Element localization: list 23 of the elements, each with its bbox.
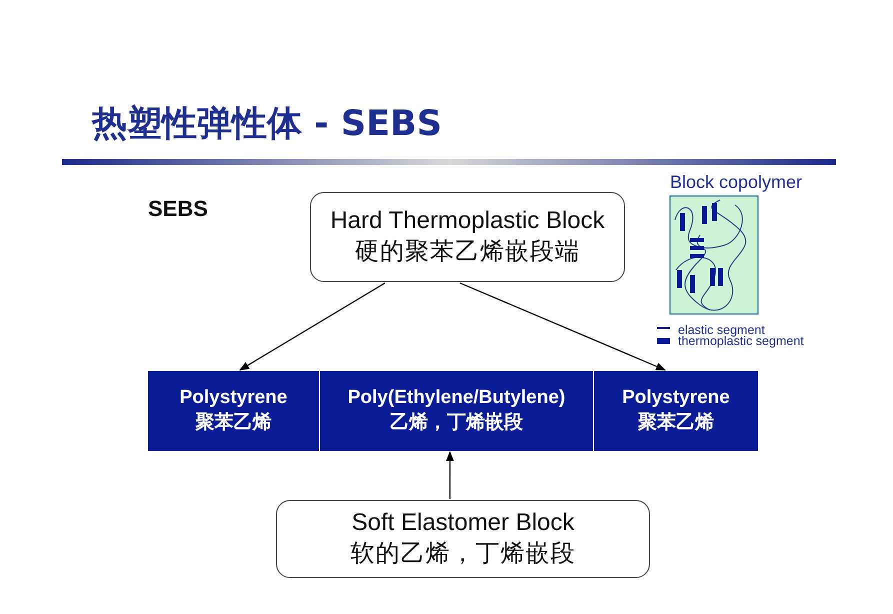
block-name: Polystyrene — [622, 387, 730, 409]
chinese-name: 聚苯乙烯 — [638, 410, 714, 435]
block-segment — [320, 371, 593, 451]
chinese-name: 软的乙烯，丁烯嵌段 — [350, 538, 576, 569]
arrow — [239, 282, 386, 371]
inset-heading: Block copolymer — [670, 172, 802, 193]
legend-text: thermoplastic segment — [678, 335, 804, 348]
legend-text: elastic segment — [678, 324, 765, 337]
arrow — [446, 451, 454, 499]
block-name: Polystyrene — [180, 387, 288, 409]
rounded-box — [310, 192, 625, 282]
chinese-name: 硬的聚苯乙烯嵌段端 — [355, 236, 580, 267]
slide-title: 热塑性弹性体 - SEBS — [92, 103, 442, 146]
rounded-box — [276, 500, 650, 578]
label: SEBS — [148, 196, 208, 222]
block-segment — [594, 371, 758, 451]
block-name: Hard Thermoplastic Block — [330, 207, 605, 235]
arrow — [460, 282, 666, 371]
chinese-name: 乙烯，丁烯嵌段 — [390, 410, 523, 435]
block-name: Soft Elastomer Block — [352, 509, 574, 537]
block-name: Poly(Ethylene/Butylene) — [348, 387, 566, 409]
chinese-name: 聚苯乙烯 — [196, 410, 272, 435]
block-segment — [148, 371, 319, 451]
